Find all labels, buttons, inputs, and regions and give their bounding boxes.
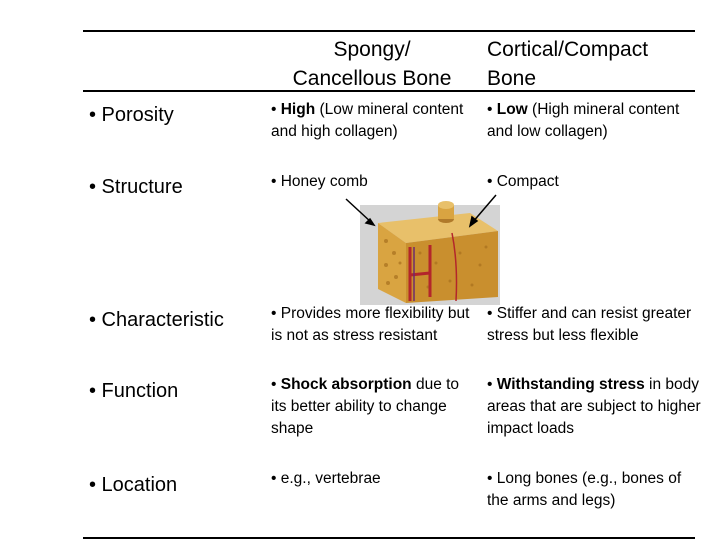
location-spongy-cell: • e.g., vertebrae	[271, 470, 381, 487]
header-spongy-bone: Spongy/ Cancellous Bone	[292, 38, 452, 90]
header-cortical-bone: Cortical/Compact Bone	[487, 38, 649, 90]
blood-vessels	[408, 245, 432, 301]
bone-cross-section-illustration	[345, 194, 500, 305]
table-header-rule	[83, 90, 695, 92]
characteristic-spongy-cell: • Provides more flexibility but is not a…	[271, 305, 470, 344]
row-label-function: • Function	[89, 380, 179, 402]
table-top-rule	[83, 30, 695, 32]
characteristic-cortical-cell: • Stiffer and can resist greater stress …	[487, 305, 692, 344]
arrow-head-left	[364, 217, 376, 227]
arrow-head-right	[468, 215, 479, 228]
location-cortical-cell: • Long bones (e.g., bones of the arms an…	[487, 470, 682, 509]
osteon-body	[438, 205, 454, 219]
table-bottom-rule	[83, 537, 695, 539]
spongy-texture	[384, 239, 488, 289]
bone-top-face	[378, 213, 498, 243]
row-label-location: • Location	[89, 474, 178, 496]
osteon-cap	[438, 201, 454, 209]
side-vessel	[451, 232, 458, 302]
function-cortical-cell: • Withstanding stress in body areas that…	[487, 376, 701, 437]
structure-spongy-cell: • Honey comb	[271, 173, 368, 190]
function-spongy-cell: • Shock absorption due to its better abi…	[271, 376, 460, 437]
porosity-cortical-cell: • Low (High mineral content and low coll…	[487, 101, 680, 140]
pointer-arrows	[345, 194, 497, 228]
porosity-spongy-cell: • High (Low mineral content and high col…	[271, 101, 464, 140]
structure-cortical-cell: • Compact	[487, 173, 559, 190]
row-label-structure: • Structure	[89, 176, 183, 198]
row-label-porosity: • Porosity	[89, 104, 174, 126]
row-label-characteristic: • Characteristic	[89, 309, 224, 331]
bone-side-face	[406, 231, 498, 303]
bone-front-face	[378, 223, 406, 303]
